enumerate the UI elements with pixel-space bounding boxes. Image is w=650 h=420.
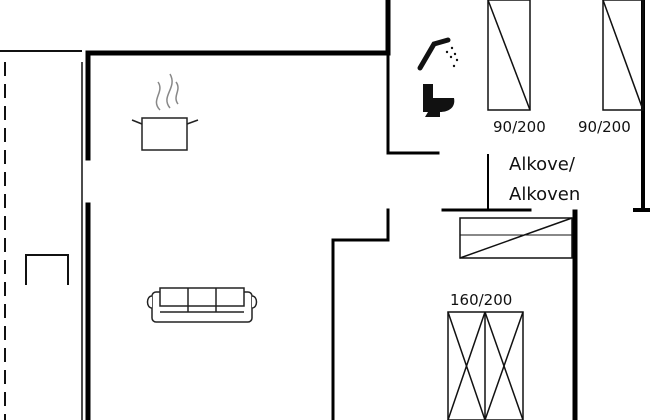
sofa-arm-left [146, 295, 153, 309]
cooking-pot-icon [131, 73, 199, 151]
bed-frame [487, 0, 531, 111]
spray [453, 52, 457, 56]
bed-size-label-top-left: 90/200 [493, 118, 546, 136]
alcove-bed [459, 217, 573, 259]
table-shape [25, 254, 69, 285]
alcove-label-line2: Alkoven [509, 184, 580, 205]
spray [445, 50, 449, 54]
bed-single-right [602, 0, 644, 111]
toilet-tank [423, 84, 433, 112]
spray [455, 58, 459, 62]
alcove-bed-diagonal [459, 217, 573, 259]
terrace-outline [0, 50, 83, 420]
bed-size-label-double: 160/200 [450, 291, 512, 309]
spray [449, 55, 453, 59]
shower-icon [417, 37, 459, 71]
sofa-icon [146, 287, 258, 323]
alcove-label-line1: Alkove/ [509, 154, 576, 175]
double-bed [447, 311, 524, 420]
steam [166, 73, 173, 109]
bed-single-left [487, 0, 531, 111]
toilet-bowl [425, 98, 455, 117]
bed-diagonal [487, 0, 531, 111]
spray [450, 46, 454, 50]
double-bed-diag-3 [447, 311, 486, 420]
table-icon [25, 254, 69, 285]
steam [155, 81, 161, 111]
walls [85, 0, 650, 420]
sofa-arm-right [251, 295, 258, 309]
pot-handle-right [186, 119, 199, 125]
sofa-back [159, 287, 245, 307]
pot-handle-left [131, 119, 143, 125]
bed-frame [602, 0, 644, 111]
alcove-bed-frame [459, 217, 573, 259]
spray [452, 64, 456, 68]
steam [175, 81, 179, 105]
bed-size-label-top-right: 90/200 [578, 118, 631, 136]
toilet-icon [423, 84, 455, 117]
wall-kitchen-top [85, 0, 391, 161]
double-bed-diag-4 [484, 311, 524, 420]
wall-bedroom-left [331, 238, 390, 420]
shower-pipe [417, 37, 451, 71]
bed-diagonal [602, 0, 644, 111]
pot-body [141, 117, 188, 151]
